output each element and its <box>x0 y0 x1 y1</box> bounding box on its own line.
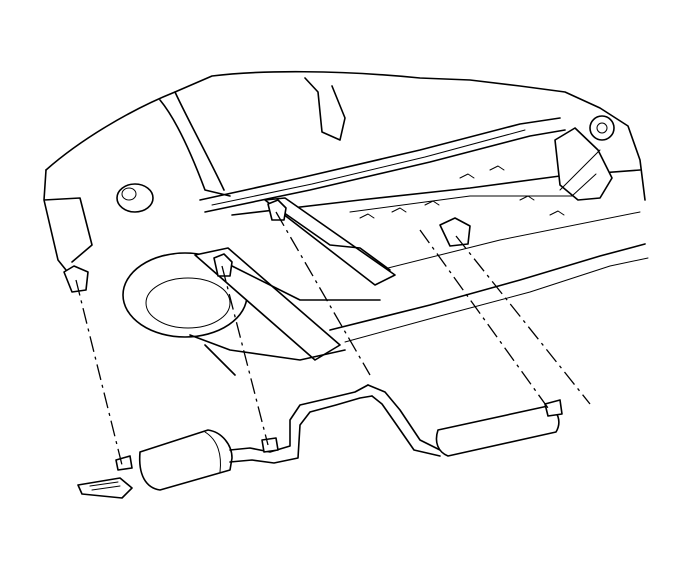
rear-bumper-edge <box>43 169 93 276</box>
rear-hanger-bracket-right <box>267 199 287 221</box>
guide-line-rear-muffler <box>221 265 269 446</box>
front-pipe-hanger <box>544 399 563 417</box>
suspension-arm <box>189 334 346 376</box>
intermediate-pipe <box>229 384 369 453</box>
intermediate-pipe-lower <box>229 395 373 464</box>
rear-hanger-bracket-center <box>213 253 233 277</box>
floor-seam <box>349 195 641 271</box>
suspension-link <box>229 209 391 301</box>
spare-tire-well-inner <box>145 277 231 329</box>
rocker-panel-edge <box>211 129 526 206</box>
resonator-pipe-lower <box>371 395 441 457</box>
rear-muffler-seam <box>204 431 221 473</box>
rear-hanger-bracket-left <box>63 265 89 293</box>
vehicle-underbody <box>43 70 649 376</box>
rocker-panel-upper <box>199 117 561 201</box>
wheel-well-arch <box>159 91 231 197</box>
rear-muffler <box>138 429 233 491</box>
rocker-panel-lower <box>204 129 566 213</box>
guide-line-front-right <box>455 235 591 405</box>
rear-body-shell <box>45 70 646 201</box>
fuel-filler-cap <box>116 183 154 213</box>
rear-crossmember <box>194 247 341 361</box>
rear-suspension-beam <box>264 197 396 286</box>
guide-line-center <box>275 211 371 376</box>
guide-line-front-left <box>419 229 549 409</box>
transmission-mount-bolt <box>596 122 608 134</box>
front-muffler <box>435 405 560 457</box>
tailpipe-tip-detail <box>89 481 121 491</box>
guide-line-tailpipe <box>75 279 123 466</box>
shift-linkage <box>559 149 601 197</box>
alignment-guides <box>75 211 591 466</box>
transmission-mount <box>589 115 615 141</box>
front-hanger-bracket <box>439 217 471 247</box>
floor-pan-right-rail <box>329 243 646 331</box>
exhaust-system <box>77 384 563 499</box>
center-pipe-hanger <box>261 437 279 453</box>
floor-pan-right-rail-inner <box>344 257 649 343</box>
fuel-filler-cap-inner <box>121 187 137 201</box>
rear-pipe-hanger <box>115 455 133 471</box>
floor-stamping-marks <box>359 165 565 219</box>
body-pillar <box>304 77 346 141</box>
resonator-pipe <box>367 384 441 451</box>
